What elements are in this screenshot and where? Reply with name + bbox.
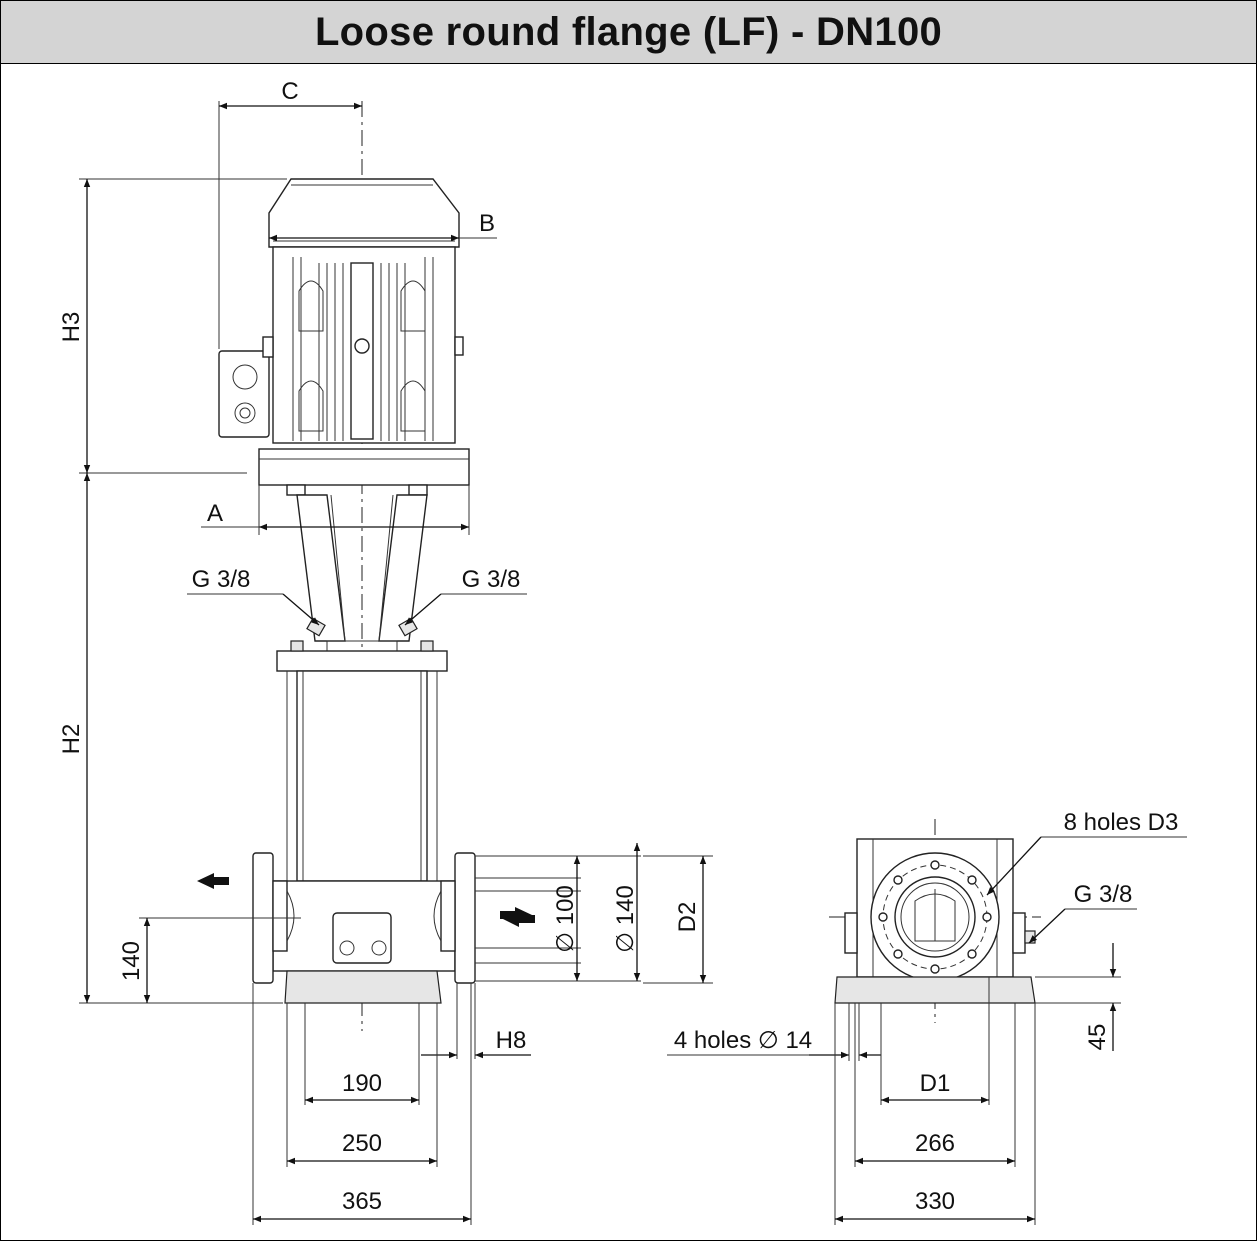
label-dia-100: ∅ 100 [552, 885, 579, 953]
motor-flange [258, 448, 470, 486]
side-base [834, 976, 1036, 1004]
drawing-title: Loose round flange (LF) - DN100 [314, 9, 943, 54]
label-250: 250 [342, 1130, 382, 1157]
label-h8: H8 [496, 1027, 527, 1054]
motor-fan-cover [268, 178, 460, 248]
label-h2: H2 [58, 724, 85, 755]
label-c: C [281, 78, 298, 105]
outlet-arrow-icon [197, 873, 229, 889]
label-g38-side: G 3/8 [1074, 881, 1133, 908]
pump-side-view [829, 819, 1041, 1023]
side-dimensions [667, 836, 1187, 1225]
label-d1: D1 [920, 1070, 951, 1097]
front-dimensions [79, 101, 707, 1225]
label-d2: D2 [674, 902, 701, 933]
terminal-box [218, 350, 270, 438]
label-266: 266 [915, 1130, 955, 1157]
label-140-height: 140 [118, 941, 145, 981]
label-190: 190 [342, 1070, 382, 1097]
label-365: 365 [342, 1188, 382, 1215]
label-h3: H3 [58, 312, 85, 343]
pump-front-view [197, 101, 713, 1031]
label-8-holes: 8 holes D3 [1064, 809, 1179, 836]
label-g38-left: G 3/8 [192, 566, 251, 593]
dimension-labels: C B A H3 H2 G 3/8 G 3/8 140 ∅ 100 ∅ 140 … [58, 78, 1178, 1215]
pump-base [284, 970, 442, 1004]
pump-column [296, 670, 428, 882]
inlet-flange [454, 852, 476, 984]
lantern-leg-right [378, 494, 428, 642]
column-top-flange [276, 650, 448, 672]
title-bar: Loose round flange (LF) - DN100 [1, 1, 1256, 64]
label-dia-140: ∅ 140 [612, 885, 639, 953]
flange-bolt-holes [878, 860, 992, 974]
label-b: B [479, 210, 495, 237]
label-a: A [207, 500, 223, 527]
label-4-holes: 4 holes ∅ 14 [674, 1027, 812, 1054]
label-45: 45 [1084, 1024, 1111, 1051]
label-g38-right: G 3/8 [462, 566, 521, 593]
label-330: 330 [915, 1188, 955, 1215]
drain-block [332, 912, 392, 964]
